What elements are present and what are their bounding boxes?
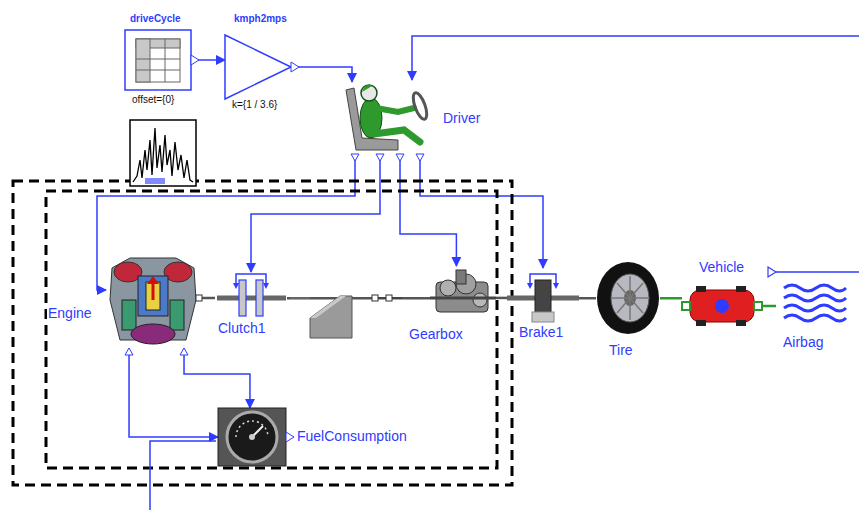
brake-icon (507, 274, 579, 322)
signal-connector (291, 67, 352, 82)
signal-connector (400, 154, 456, 266)
tire-icon (597, 262, 659, 334)
tire-block: Tire (596, 262, 660, 336)
driver-figure (346, 85, 429, 161)
block-label: Vehicle (698, 259, 745, 275)
driver-block: Driver (338, 82, 438, 154)
clutch-icon (217, 274, 286, 316)
vehicle-icon (682, 286, 762, 326)
plot-icon (130, 120, 196, 186)
fuel-input-wire (150, 441, 216, 510)
signal-connector (184, 355, 250, 408)
mechanical-connector (660, 297, 682, 300)
brake-block: Brake1 (507, 268, 579, 322)
mechanical-connector (762, 305, 776, 308)
block-label: offset={0} (131, 94, 175, 106)
gain-block: kmph2mpsk={1 / 3.6} (225, 35, 291, 99)
outer-dashed-frame (13, 181, 512, 485)
engine-block: Engine (106, 255, 200, 355)
mechanical-connector (287, 297, 430, 300)
block-label: Brake1 (518, 324, 564, 340)
engine-icon (110, 258, 202, 355)
gearbox-icon (430, 270, 496, 312)
airbag-icon (784, 285, 846, 321)
vehicle-block: Vehicle (682, 286, 762, 326)
signal-connector (420, 154, 543, 268)
signal-connector (97, 154, 355, 290)
signal-connector (191, 59, 225, 61)
clutch-block: Clutch1 (215, 272, 287, 318)
block-label: Airbag (782, 334, 824, 350)
input-port (768, 267, 776, 277)
airbag-block: Airbag (776, 282, 848, 326)
fuel-gauge-icon (218, 408, 294, 466)
block-label: Clutch1 (217, 320, 266, 336)
block-label: Engine (47, 305, 93, 321)
block-label: Tire (608, 342, 634, 358)
gain-triangle (225, 35, 299, 99)
vehicle-input-wire (776, 271, 859, 273)
fuel-block: FuelConsumption (218, 408, 286, 466)
bevel-gear (290, 295, 402, 338)
block-label: Driver (442, 110, 481, 126)
gearbox-block: Gearbox (430, 266, 496, 322)
block-label: driveCycle (129, 13, 182, 25)
table-source: driveCycleoffset={0} (125, 30, 191, 90)
block-label: FuelConsumption (296, 428, 408, 444)
mechanical-connector (496, 297, 507, 300)
feedback-wire (412, 36, 859, 80)
table-icon (125, 30, 199, 90)
inner-dashed-frame (46, 191, 497, 468)
mechanical-connector (200, 297, 215, 300)
signal-connector (129, 355, 218, 437)
mechanical-connector (579, 297, 596, 300)
signal-connector (251, 154, 380, 272)
block-label: kmph2mps (233, 13, 288, 25)
block-label: Gearbox (408, 326, 464, 342)
block-label: k={1 / 3.6} (231, 99, 278, 111)
